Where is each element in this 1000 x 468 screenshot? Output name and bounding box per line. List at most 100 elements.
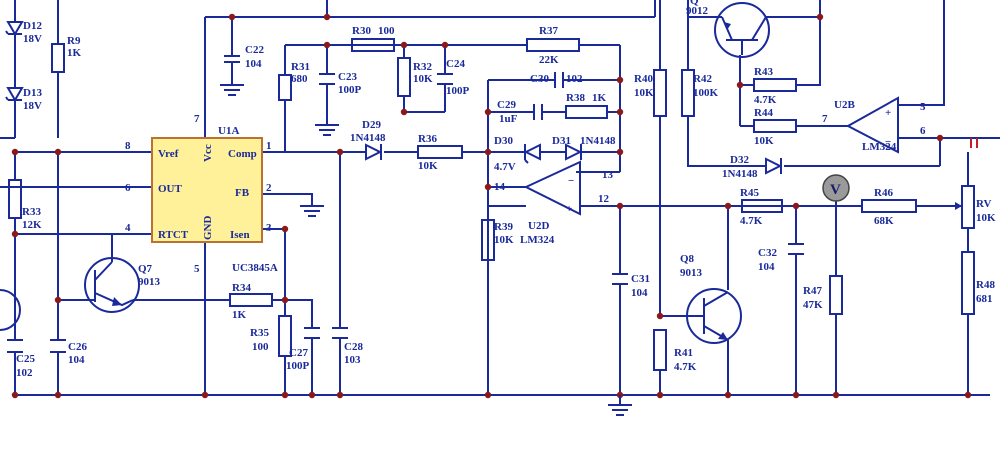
resistor-r33 [8, 179, 22, 219]
opamp-u2d: − + 14 13 12 U2D LM324 [494, 160, 614, 246]
ground-c31 [608, 395, 632, 416]
opamp-minus: − [568, 175, 574, 187]
diode-value: 4.7V [494, 161, 516, 173]
capacitor-c29 [533, 104, 543, 120]
capacitor-ref: C31 [631, 273, 650, 285]
resistor-ref: R9 [67, 35, 81, 47]
diode-ref: D30 [494, 135, 513, 147]
resistor-ref: R44 [754, 107, 773, 119]
resistor-value: 100 [252, 341, 269, 353]
resistor-r42 [681, 69, 695, 117]
resistor-value: 4.7K [754, 94, 777, 106]
capacitor-value: 104 [631, 287, 648, 299]
pin-number: 14 [494, 181, 506, 193]
pin-number: 13 [602, 169, 614, 181]
resistor-value: 681 [976, 293, 993, 305]
opamp-u2b: + − 7 6 5 U2B LM324 [822, 96, 926, 154]
voltmeter-symbol: V [830, 182, 841, 198]
capacitor-c28 [332, 327, 348, 339]
opamp-minus: − [885, 136, 891, 148]
capacitor-value: 102 [16, 367, 33, 379]
resistor-value: 680 [291, 73, 308, 85]
ic-pin-fb: FB [235, 187, 250, 199]
transistor-body [714, 2, 770, 58]
opamp-ref: U2B [834, 99, 855, 111]
opamp-plus: + [885, 107, 891, 119]
resistor-ref: R45 [740, 187, 759, 199]
resistor-value: 1K [232, 309, 247, 321]
opamp-part: LM324 [520, 234, 555, 246]
resistor-value: 10K [418, 160, 438, 172]
transistor-body [84, 257, 140, 313]
ic-u1a: Vref OUT RTCT Comp FB Isen Vcc GND U1A U… [125, 113, 278, 275]
pin-number: 4 [125, 222, 131, 234]
resistor-r35 [278, 315, 292, 357]
capacitor-c30 [554, 72, 564, 88]
pin-number: 7 [822, 113, 828, 125]
pin-number: 5 [194, 263, 200, 275]
resistor-r32 [397, 57, 411, 97]
resistor-value: 10K [494, 234, 514, 246]
resistor-ref: R47 [803, 285, 822, 297]
resistor-r44 [753, 119, 797, 133]
pin-number: 1 [266, 140, 272, 152]
ic-pin-gnd: GND [202, 216, 214, 241]
resistor-value: 100K [693, 87, 719, 99]
diode-ref: D29 [362, 119, 381, 131]
resistor-ref: R35 [250, 327, 269, 339]
capacitor-value: 104 [68, 354, 85, 366]
zener-d30 [523, 143, 541, 164]
diodes: D12 18V D13 18V D29 1N4148 D30 4.7V D31 … [5, 14, 783, 180]
capacitor-value: 104 [758, 261, 775, 273]
ic-pin-out: OUT [158, 183, 183, 195]
resistors: R9 1K R30 100 R31 680 R32 10K R33 12K R3… [8, 25, 996, 373]
opamp-ref: U2D [528, 220, 549, 232]
resistor-ref: R32 [413, 61, 432, 73]
capacitor-c27 [304, 327, 320, 339]
opamp-part: LM324 [862, 141, 897, 153]
ic-part: UC3845A [232, 262, 278, 274]
capacitor-ref: C32 [758, 247, 777, 259]
capacitor-c31 [612, 273, 628, 285]
resistor-r47 [829, 275, 843, 315]
pin-number: 6 [125, 182, 131, 194]
capacitor-ref: C25 [16, 353, 35, 365]
resistor-value: 10K [634, 87, 654, 99]
pin-number: 3 [266, 222, 272, 234]
capacitor-c26 [50, 339, 66, 353]
diode-value: 1N4148 [350, 132, 386, 144]
transistor-part: 9013 [680, 267, 703, 279]
pin-number: 6 [920, 125, 926, 137]
ic-body [151, 137, 263, 243]
resistor-r38 [565, 105, 608, 119]
ic-pin-vcc: Vcc [202, 144, 214, 162]
transistor-part: 9013 [138, 276, 161, 288]
transistor-q-top: Q 9012 [686, 0, 770, 58]
diode-value: 1N4148 [580, 135, 616, 147]
resistor-value: 1K [592, 92, 607, 104]
resistor-r46 [861, 199, 917, 213]
diode-d32 [765, 157, 783, 175]
pin-number: 5 [920, 101, 926, 113]
resistor-ref: R37 [539, 25, 558, 37]
transistor-ref: Q8 [680, 253, 695, 265]
ground-symbols [220, 84, 632, 416]
resistor-ref: R42 [693, 73, 712, 85]
transistor-ref: Q7 [138, 263, 153, 275]
ground-c23 [315, 124, 339, 136]
resistor-r43 [753, 78, 797, 92]
resistor-ref: R33 [22, 206, 41, 218]
resistor-ref: R39 [494, 221, 513, 233]
resistor-ref: R48 [976, 279, 995, 291]
capacitor-value: 1uF [499, 113, 518, 125]
diode-ref: D13 [23, 87, 42, 99]
resistor-ref: RV [976, 198, 992, 210]
resistor-r30 [351, 38, 395, 52]
resistor-value: 22K [539, 54, 559, 66]
resistor-value: 47K [803, 299, 823, 311]
capacitor-ref: C22 [245, 44, 264, 56]
resistor-value: 1K [67, 47, 82, 59]
capacitor-c23 [319, 73, 335, 85]
capacitor-c22 [224, 44, 240, 85]
resistor-value: 10K [754, 135, 774, 147]
